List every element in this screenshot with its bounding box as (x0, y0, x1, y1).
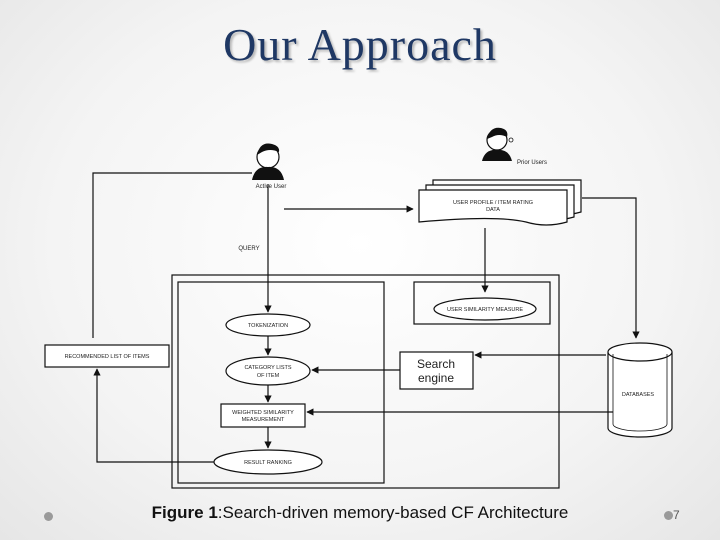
user-similarity-label: USER SIMILARITY MEASURE (447, 307, 523, 313)
category-lists-label-2: OF ITEM (257, 373, 280, 379)
databases-label: DATABASES (622, 392, 655, 398)
weighted-similarity-box (220, 403, 306, 428)
prior-user-icon (482, 127, 514, 161)
figure-caption-prefix: Figure 1 (151, 503, 218, 522)
category-lists-label-1: CATEGORY LISTS (244, 365, 291, 371)
user-profile-label-1: USER PROFILE / ITEM RATING (453, 200, 533, 206)
query-label: QUERY (238, 246, 259, 252)
process-inner-box (177, 281, 385, 484)
right-bullet (664, 511, 673, 520)
ranking-to-recommended-arrow (93, 368, 214, 463)
profile-to-database-arrow (582, 197, 640, 339)
slide-title: Our Approach (223, 19, 497, 70)
active-user-label: Active User (256, 184, 287, 190)
search-engine-label-1: Search (417, 357, 455, 371)
database-cylinder (607, 342, 673, 438)
user-profile-stack (418, 179, 582, 226)
user-similarity-box (413, 281, 551, 325)
left-bullet (44, 512, 53, 521)
result-ranking-label: RESULT RANKING (244, 460, 292, 466)
user-similarity-ellipse (433, 297, 537, 321)
weighted-similarity-label-2: MEASUREMENT (242, 417, 285, 423)
active-user-icon (252, 143, 284, 180)
figure-caption: Figure 1:Search-driven memory-based CF A… (0, 503, 720, 523)
tokenization-label: TOKENIZATION (248, 323, 288, 329)
category-lists-ellipse (225, 356, 311, 386)
recommended-list-label: RECOMMENDED LIST OF ITEMS (65, 354, 150, 360)
system-outer-box (171, 274, 560, 489)
search-engine-box (399, 351, 474, 390)
slide-number: 7 (673, 508, 680, 522)
query-feedback-line (92, 172, 252, 338)
search-engine-label-2: engine (418, 371, 454, 385)
user-profile-label-2: DATA (486, 207, 500, 213)
recommended-list-box (44, 344, 170, 368)
prior-users-label: Prior Users (517, 160, 547, 166)
weighted-similarity-label-1: WEIGHTED SIMILARITY (232, 410, 294, 416)
figure-caption-text: :Search-driven memory-based CF Architect… (217, 503, 569, 522)
